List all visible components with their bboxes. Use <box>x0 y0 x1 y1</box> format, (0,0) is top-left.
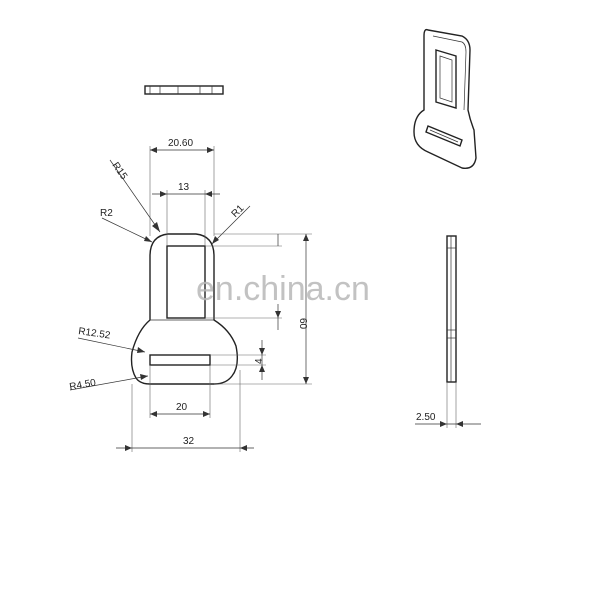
isometric-view <box>413 28 477 169</box>
front-view <box>130 233 239 385</box>
dim-radius-1: R1 <box>230 203 247 220</box>
dim-radius-4-50: R4.50 <box>69 377 98 393</box>
dim-radius-12-52: R12.52 <box>78 326 112 341</box>
dim-width-top: 20.60 <box>168 138 193 149</box>
dim-height: 60 <box>297 318 308 330</box>
dimension-lines <box>69 146 312 452</box>
dim-slot-width: 13 <box>178 182 190 193</box>
upper-slot <box>166 245 206 319</box>
watermark: en.china.cn <box>196 270 370 308</box>
dim-radius-2: R2 <box>100 208 113 219</box>
top-view <box>144 85 224 95</box>
dim-radius-15: R15 <box>110 160 130 182</box>
side-view <box>415 235 481 428</box>
dim-total-width: 32 <box>183 436 195 447</box>
lower-slot <box>149 354 211 366</box>
dim-thickness: 2.50 <box>416 412 436 423</box>
dim-slot-height: 4 <box>254 358 265 364</box>
dim-bottom-slot-width: 20 <box>176 402 188 413</box>
